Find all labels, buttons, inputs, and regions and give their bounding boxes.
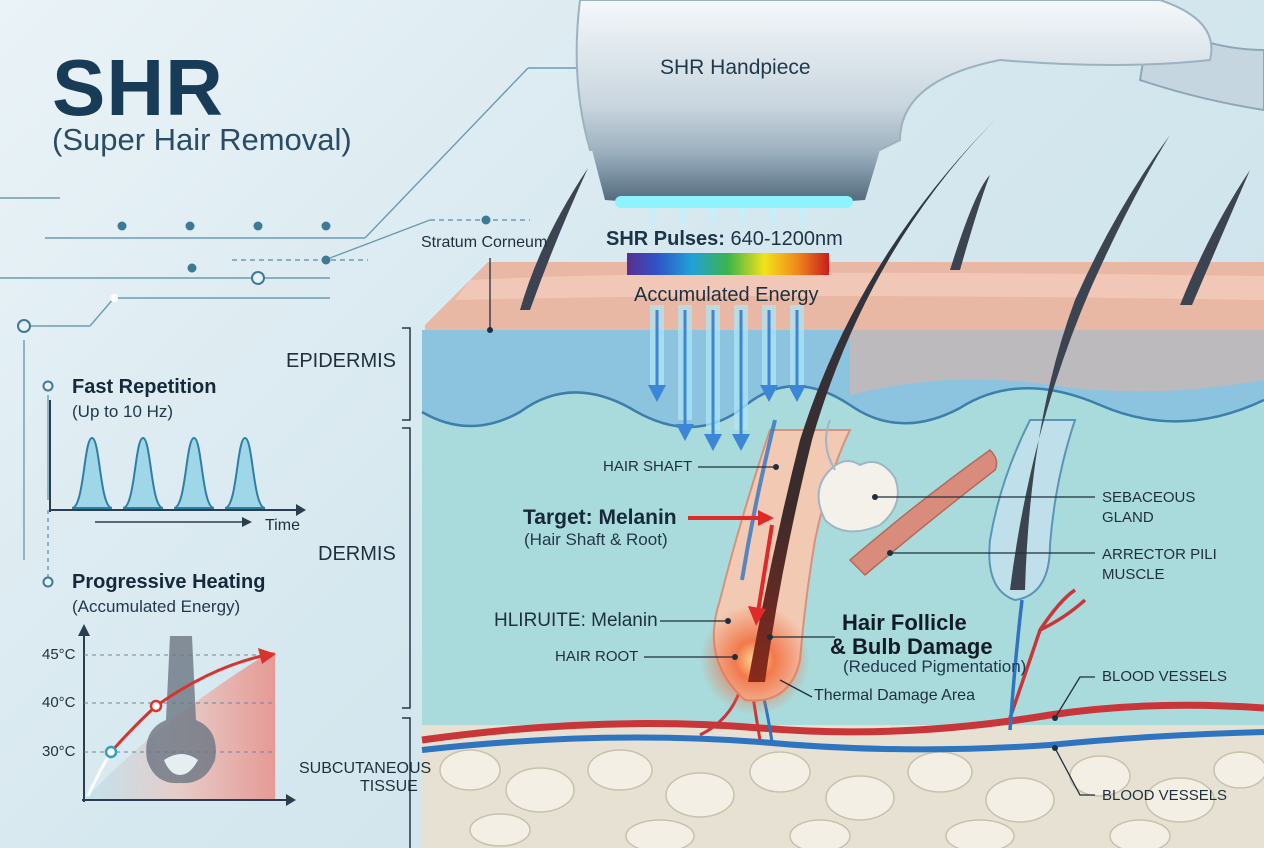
page-title: SHR	[52, 43, 224, 132]
target-subtitle: (Hair Shaft & Root)	[524, 530, 668, 549]
follicle-subtitle: (Reduced Pigmentation)	[843, 657, 1027, 676]
tissue-label: TISSUE	[360, 778, 418, 795]
surface-hair-2	[950, 175, 990, 270]
follicle-title-1: Hair Follicle	[842, 610, 967, 635]
pulse-peaks	[71, 436, 266, 509]
handpiece-nozzle	[592, 150, 880, 205]
arrector-label-1: ARRECTOR PILI	[1102, 546, 1217, 563]
pulse-arrows	[648, 305, 806, 451]
blood-vessels-label-2: BLOOD VESSELS	[1102, 787, 1228, 804]
melanin-label: HLIRUITE: Melanin	[494, 610, 658, 631]
hair-shaft-blue	[740, 419, 777, 581]
handpiece	[575, 0, 1264, 233]
epidermis-label: EPIDERMIS	[286, 350, 397, 372]
vein	[421, 729, 1264, 753]
tick-40: 40°C	[42, 694, 76, 711]
circuit-nodes	[17, 63, 613, 588]
pulses-title: SHR Pulses:	[606, 228, 725, 250]
right-follicle	[988, 419, 1077, 602]
tick-30: 30°C	[42, 743, 76, 760]
basal-line	[421, 385, 1264, 429]
target-title: Target: Melanin	[523, 506, 677, 529]
dermis-label: DERMIS	[318, 543, 396, 565]
artery	[421, 701, 1264, 744]
skin-surface-highlight	[455, 272, 1264, 300]
arrector-muscle	[848, 449, 998, 577]
energy-label: Accumulated Energy	[634, 284, 819, 306]
heating-chart	[78, 624, 296, 806]
repetition-title: Fast Repetition	[72, 376, 217, 398]
vein-branch	[1008, 599, 1024, 731]
subcutaneous-label: SUBCUTANEOUS	[299, 760, 432, 777]
spectrum-bar	[627, 253, 829, 275]
target-arrow	[688, 510, 774, 626]
skin-cross-section	[421, 105, 1264, 848]
hair-shaft-label: HAIR SHAFT	[603, 458, 693, 475]
layer-brackets	[402, 327, 411, 848]
circuit-lines	[0, 67, 608, 578]
handpiece-window	[615, 196, 853, 208]
repetition-chart	[49, 400, 306, 527]
page-subtitle: (Super Hair Removal)	[52, 122, 352, 157]
repetition-subtitle: (Up to 10 Hz)	[72, 402, 174, 421]
pulses-label: SHR Pulses: 640-1200nm	[606, 228, 843, 251]
handpiece-label: SHR Handpiece	[660, 56, 811, 79]
blood-vessels-label-1: BLOOD VESSELS	[1102, 668, 1228, 685]
leader-dots	[487, 327, 1058, 751]
time-axis-label: Time	[265, 517, 300, 534]
surface-hair-1	[520, 168, 588, 310]
handpiece-body	[575, 0, 1213, 151]
sebaceous-label-1: SEBACEOUS	[1102, 489, 1196, 506]
leader-lines	[489, 258, 1095, 796]
pulses-range: 640-1200nm	[730, 228, 843, 250]
right-hair	[1010, 135, 1170, 590]
surface-hair-3	[1180, 170, 1250, 305]
gland-duct	[825, 419, 836, 471]
follicle-silhouette	[146, 636, 216, 784]
arrector-label-2: MUSCLE	[1102, 566, 1165, 583]
sebaceous-gland	[817, 460, 899, 533]
stratum-label: Stratum Corneum	[421, 234, 548, 251]
artery-branch	[1008, 588, 1087, 719]
follicle-title-2: & Bulb Damage	[830, 634, 993, 659]
thermal-label: Thermal Damage Area	[814, 687, 975, 704]
heating-title: Progressive Heating	[72, 571, 266, 593]
fat-cells	[439, 749, 1264, 848]
hair-root-label: HAIR ROOT	[555, 648, 639, 665]
light-beams	[650, 208, 806, 233]
tick-45: 45°C	[42, 646, 76, 663]
heating-subtitle: (Accumulated Energy)	[72, 597, 241, 616]
sebaceous-label-2: GLAND	[1102, 509, 1154, 526]
